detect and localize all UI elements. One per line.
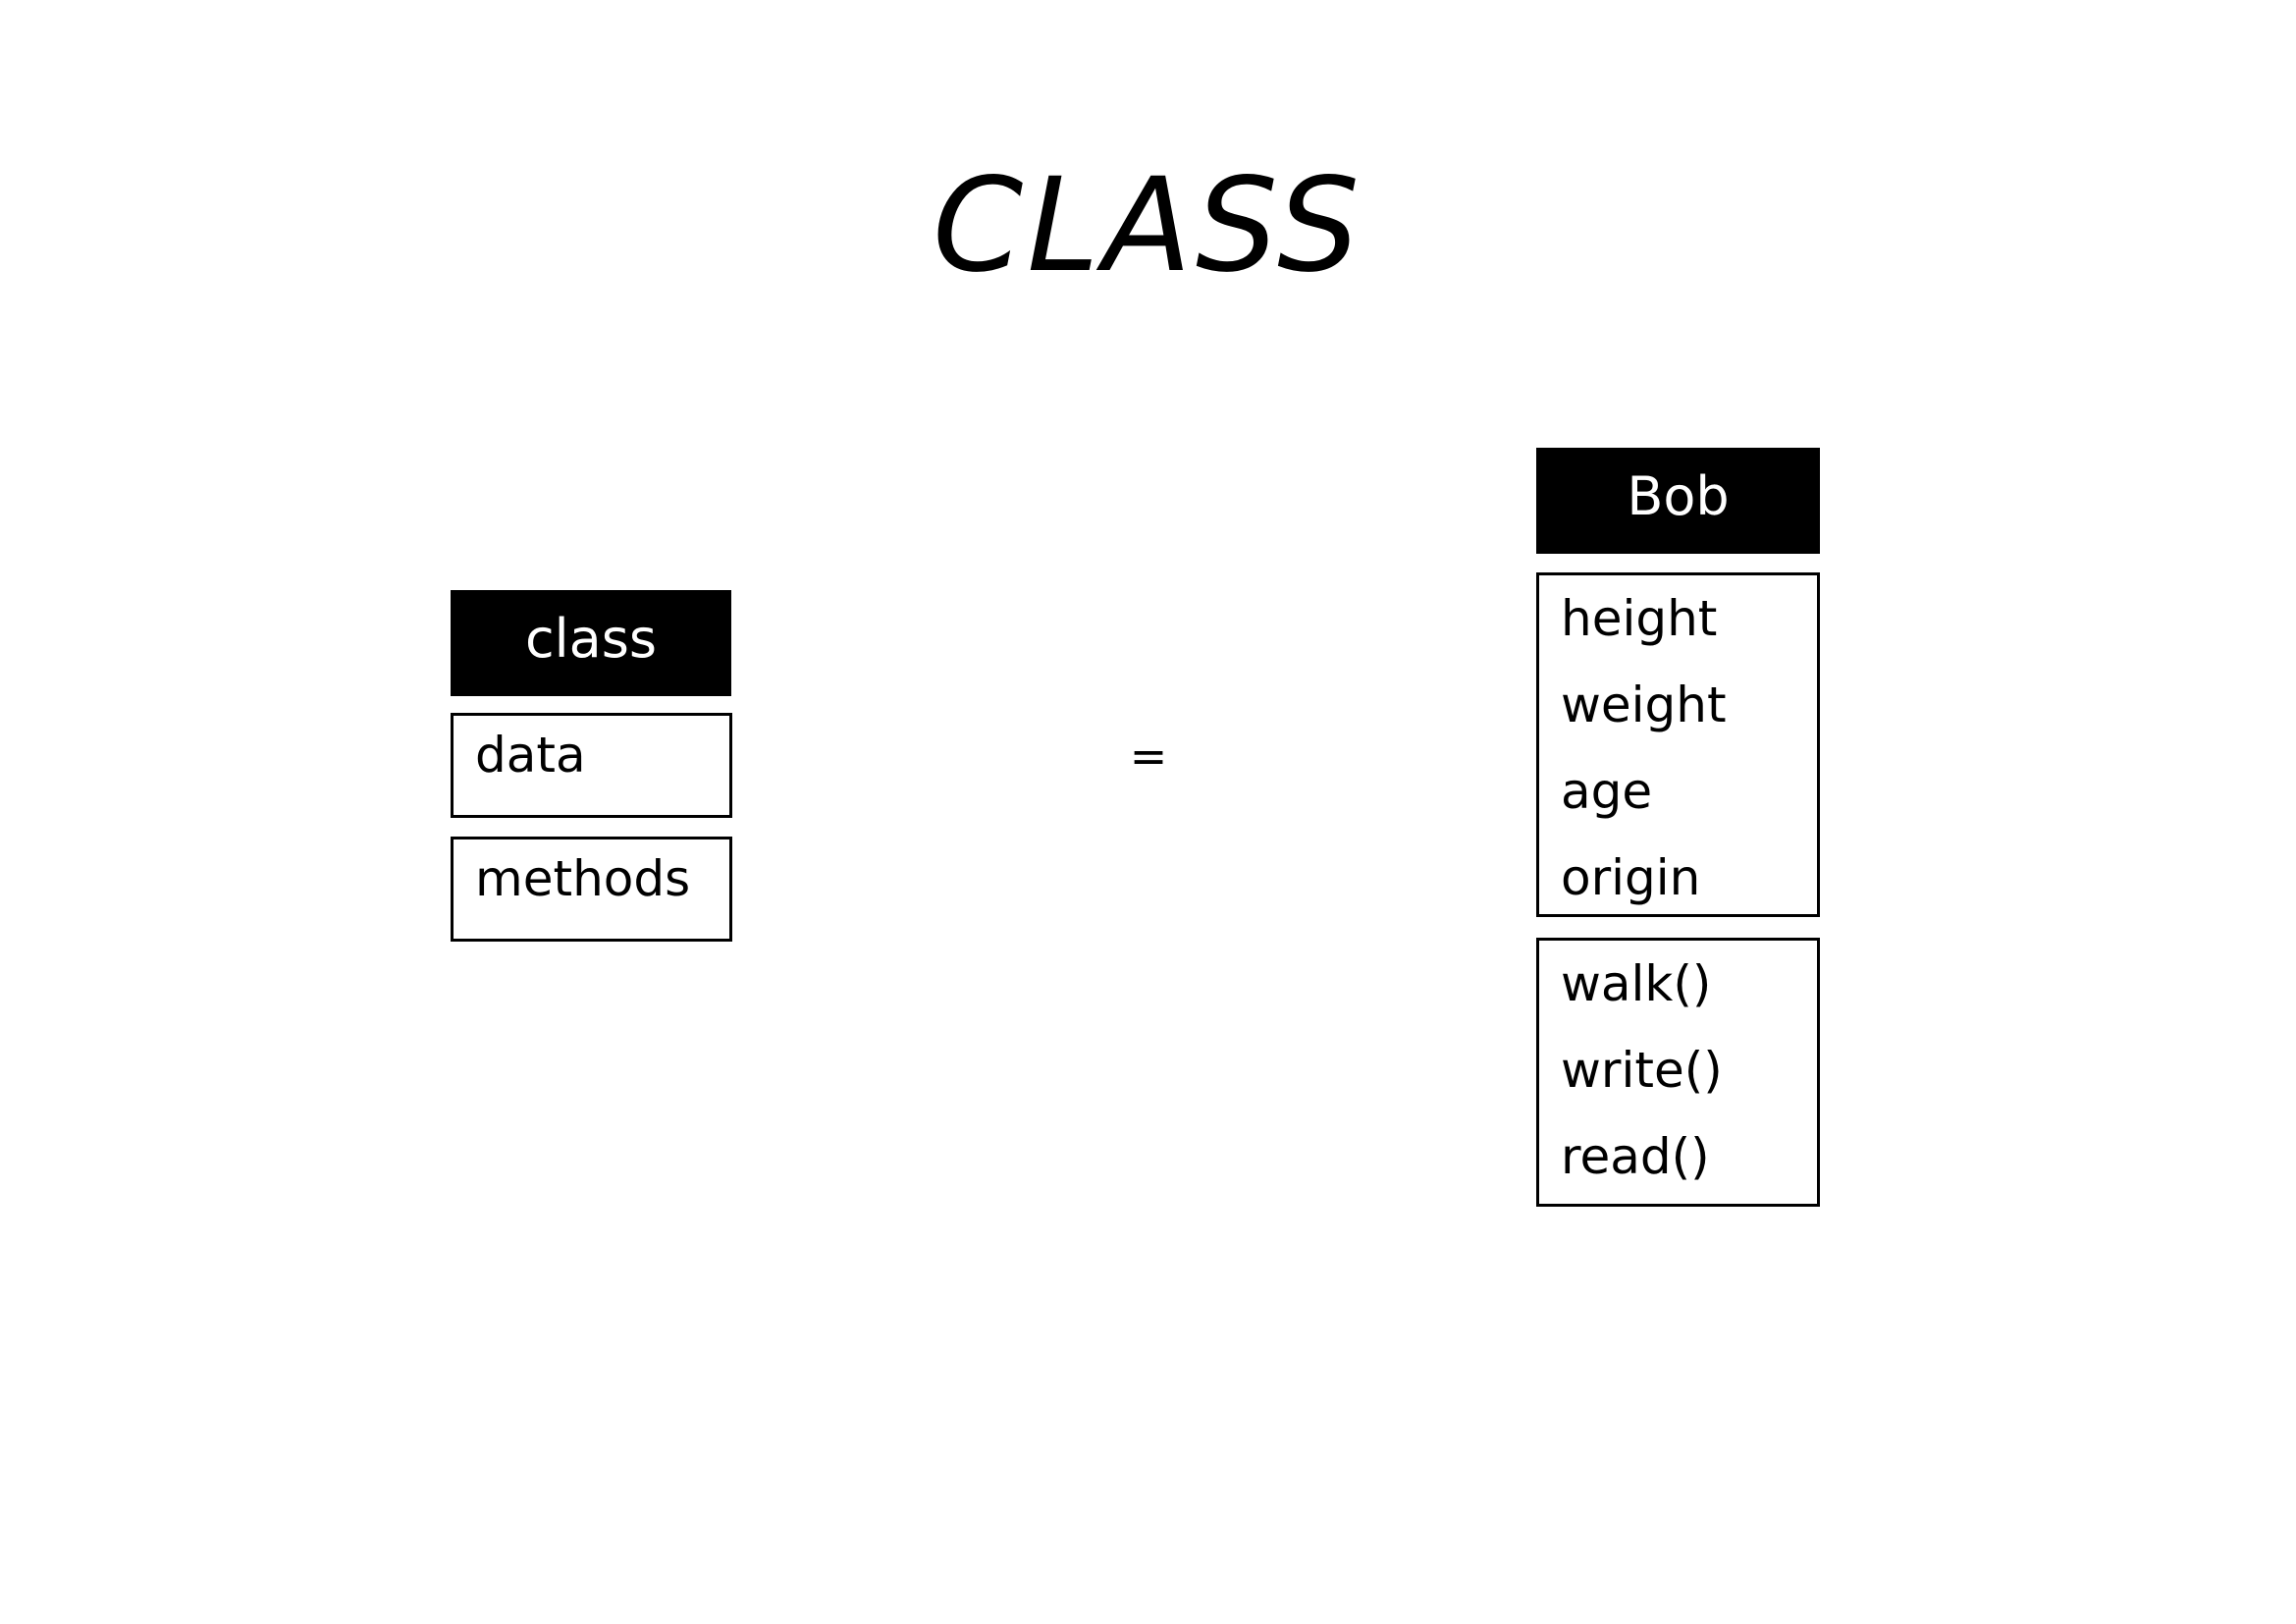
method-item: read(): [1561, 1128, 1710, 1185]
generic-class-header: class: [451, 590, 731, 696]
example-class-attributes-section: height weight age origin: [1536, 572, 1820, 917]
generic-class-data-section: data: [451, 713, 732, 818]
attribute-item: origin: [1561, 849, 1701, 906]
methods-section-label: methods: [475, 850, 691, 907]
equals-sign: =: [1129, 730, 1168, 783]
attribute-item: age: [1561, 763, 1653, 820]
generic-class-methods-section: methods: [451, 837, 732, 942]
page-title: CLASS: [933, 150, 1363, 301]
method-item: write(): [1561, 1042, 1723, 1099]
data-section-label: data: [475, 727, 586, 784]
example-class-header: Bob: [1536, 448, 1820, 554]
method-item: walk(): [1561, 955, 1712, 1012]
attribute-item: height: [1561, 590, 1718, 647]
example-class-methods-section: walk() write() read(): [1536, 938, 1820, 1207]
attribute-item: weight: [1561, 677, 1727, 733]
